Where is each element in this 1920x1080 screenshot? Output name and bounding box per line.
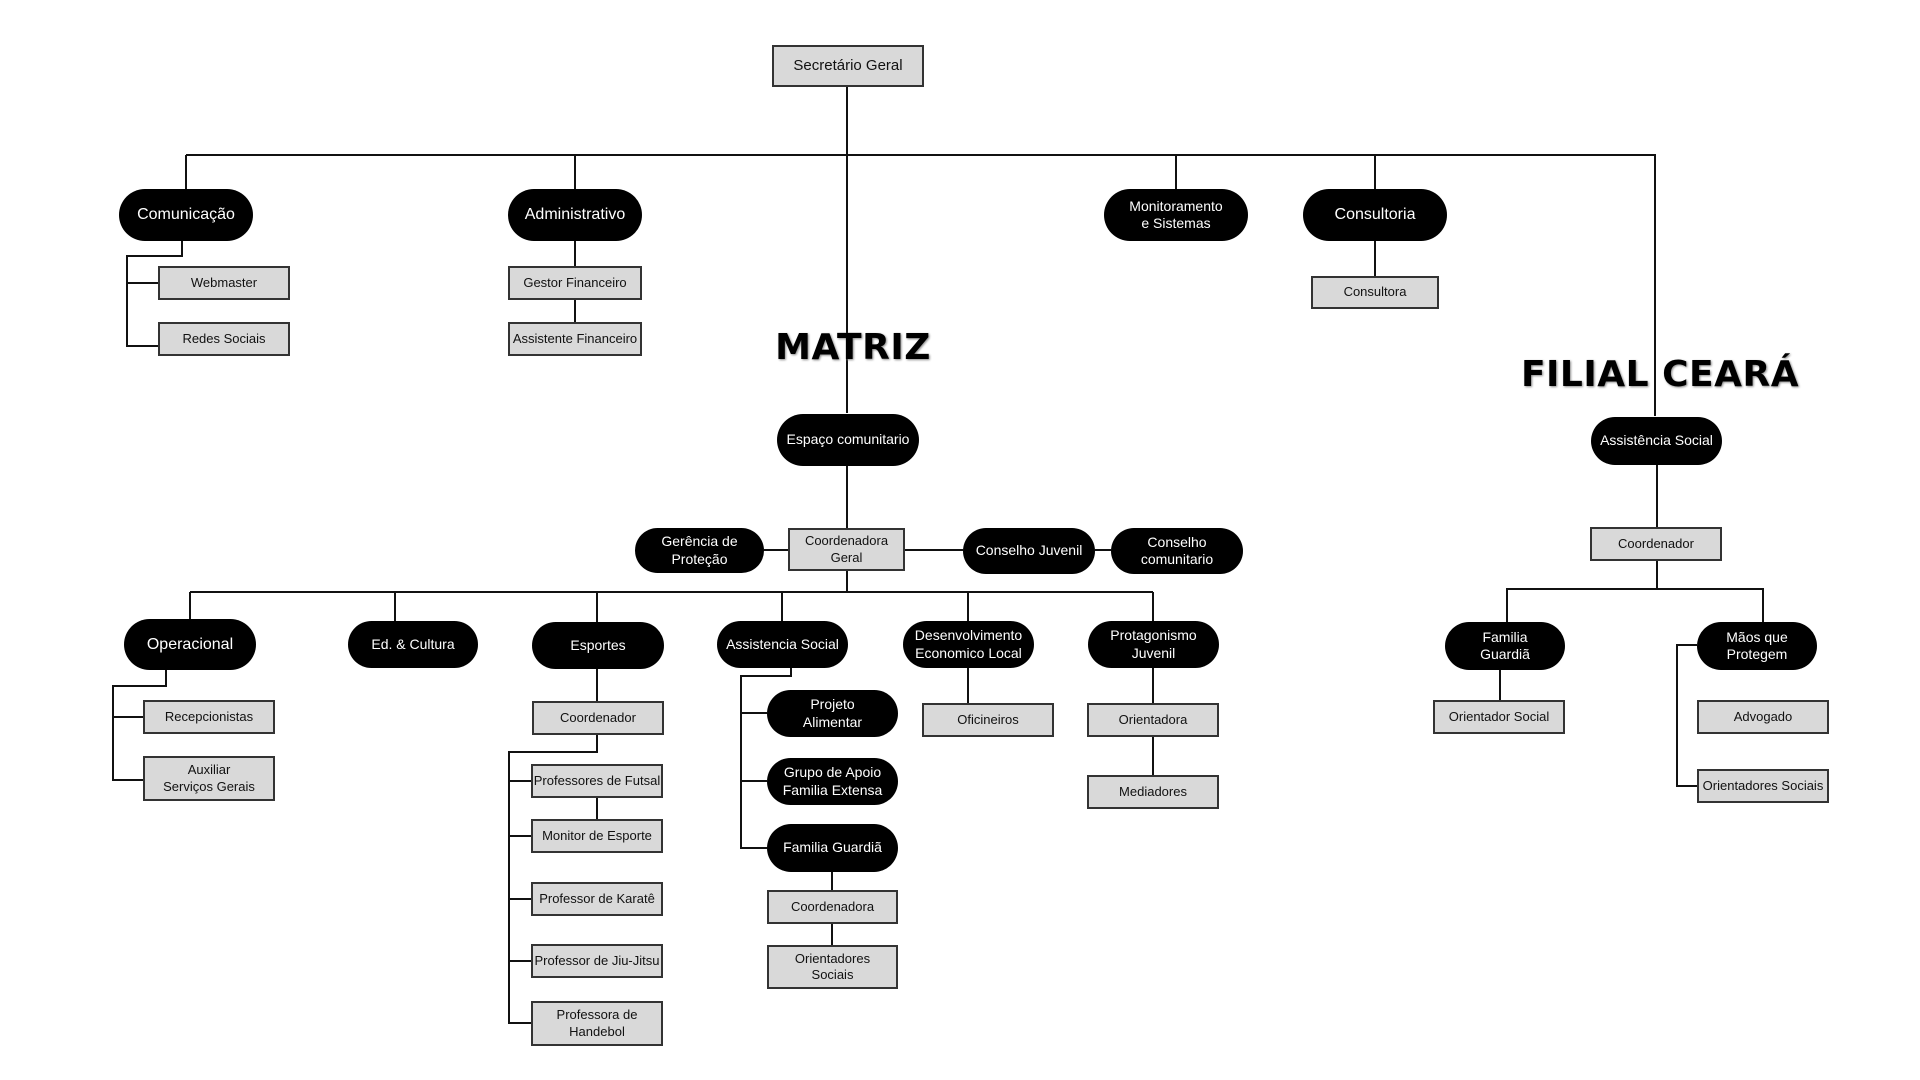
node-orientadores-sociais-matriz: Orientadores Sociais	[767, 945, 898, 989]
connector-line	[112, 670, 167, 781]
node-secretario-geral: Secretário Geral	[772, 45, 924, 87]
node-prof-karate: Professor de Karatê	[531, 882, 663, 916]
node-orientador-social: Orientador Social	[1433, 700, 1565, 734]
node-orientadores-sociais-filial: Orientadores Sociais	[1697, 769, 1829, 803]
node-esportes: Esportes	[532, 622, 664, 669]
node-orientadora: Orientadora	[1087, 703, 1219, 737]
node-ed-cultura: Ed. & Cultura	[348, 621, 478, 668]
node-comunicacao: Comunicação	[119, 189, 253, 241]
connector-line	[1506, 561, 1658, 622]
connector-line	[126, 241, 183, 347]
node-monitor-esporte: Monitor de Esporte	[531, 819, 663, 853]
node-prof-handebol: Professora de Handebol	[531, 1001, 663, 1046]
node-coordenador-esportes: Coordenador	[532, 701, 664, 735]
connector-line	[508, 735, 598, 1024]
connector-line	[740, 668, 792, 849]
heading-filial-ceara: FILIAL CEARÁ	[1520, 354, 1800, 395]
node-espaco-comunitario: Espaço comunitario	[777, 414, 919, 466]
node-projeto-alimentar: Projeto Alimentar	[767, 690, 898, 737]
node-advogado: Advogado	[1697, 700, 1829, 734]
node-webmaster: Webmaster	[158, 266, 290, 300]
node-assistencia-social-filial: Assistência Social	[1591, 417, 1722, 465]
node-operacional: Operacional	[124, 619, 256, 670]
node-consultora: Consultora	[1311, 276, 1439, 309]
node-conselho-comunitario: Conselho comunitario	[1111, 528, 1243, 574]
node-assistente-financeiro: Assistente Financeiro	[508, 322, 642, 356]
node-coordenadora-fg: Coordenadora	[767, 890, 898, 924]
node-maos-protegem: Mãos que Protegem	[1697, 622, 1817, 670]
node-coordenador-filial: Coordenador	[1590, 527, 1722, 561]
node-protagonismo: Protagonismo Juvenil	[1088, 621, 1219, 668]
node-prof-jiujitsu: Professor de Jiu-Jitsu	[531, 944, 663, 978]
node-mediadores: Mediadores	[1087, 775, 1219, 809]
connector-line	[186, 154, 1656, 416]
node-gerencia-protecao: Gerência de Proteção	[635, 528, 764, 573]
connector-line	[1676, 644, 1697, 787]
node-oficineiros: Oficineiros	[922, 703, 1054, 737]
node-gestor-financeiro: Gestor Financeiro	[508, 266, 642, 300]
node-desenvolvimento: Desenvolvimento Economico Local	[903, 621, 1034, 668]
node-assistencia-social-matriz: Assistencia Social	[717, 621, 848, 668]
node-monitoramento: Monitoramento e Sistemas	[1104, 189, 1248, 241]
node-administrativo: Administrativo	[508, 189, 642, 241]
node-grupo-apoio: Grupo de Apoio Familia Extensa	[767, 758, 898, 805]
node-recepcionistas: Recepcionistas	[143, 700, 275, 734]
node-redes-sociais: Redes Sociais	[158, 322, 290, 356]
node-auxiliar-servicos: Auxiliar Serviços Gerais	[143, 756, 275, 801]
heading-matriz: MATRIZ	[775, 327, 931, 368]
node-prof-futsal: Professores de Futsal	[531, 764, 663, 798]
node-coordenadora-geral: Coordenadora Geral	[788, 528, 905, 571]
node-consultoria: Consultoria	[1303, 189, 1447, 241]
node-familia-guardia-filial: Familia Guardiã	[1445, 622, 1565, 670]
connector-line	[1657, 588, 1764, 622]
node-conselho-juvenil: Conselho Juvenil	[963, 528, 1095, 574]
node-familia-guardia-matriz: Familia Guardiã	[767, 824, 898, 872]
